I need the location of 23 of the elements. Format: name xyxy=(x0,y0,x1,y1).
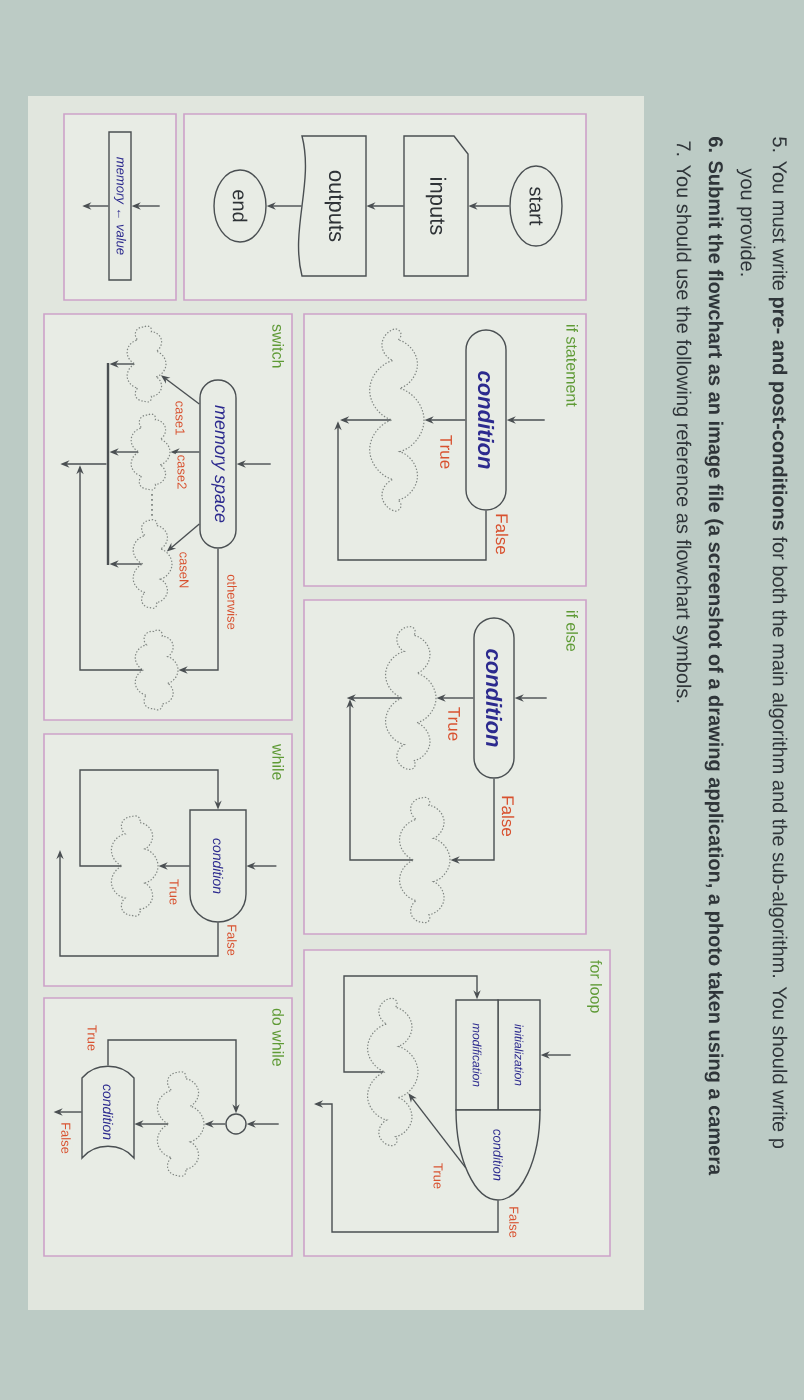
connector-circle xyxy=(225,1113,247,1135)
instruction-text: 5. You must write pre- and post-conditions for both the main algorithm and the sub-algorithm. You should write p xyxy=(768,137,788,1149)
terminal-oval: start xyxy=(509,165,563,247)
cloud-shape xyxy=(384,625,437,771)
edge-label: False xyxy=(494,511,510,557)
cloud-shape xyxy=(366,997,419,1147)
cloud-shape xyxy=(126,325,167,403)
instruction-text: you provide. xyxy=(736,168,756,276)
cloud-shape xyxy=(134,629,179,711)
edge-label: True xyxy=(438,433,454,471)
cloud-shape xyxy=(369,328,425,512)
instruction-text: 6. Submit the flowchart as an image file (a screenshot of a drawing application, a photo taken using a camera xyxy=(704,137,724,1176)
cloud-shape xyxy=(110,815,159,917)
arrow xyxy=(79,769,222,867)
instruction-text: 7. You should use the following reference as flowchart symbols. xyxy=(672,141,692,703)
arrow xyxy=(343,975,481,1073)
cloud-shape xyxy=(156,1071,205,1177)
cloud-shape xyxy=(398,796,451,924)
terminal-oval: end xyxy=(213,169,267,243)
cloud-shape xyxy=(130,413,171,491)
edge-label: True xyxy=(446,705,462,743)
cloud-shape xyxy=(132,519,173,609)
edge-label: False xyxy=(500,793,516,839)
